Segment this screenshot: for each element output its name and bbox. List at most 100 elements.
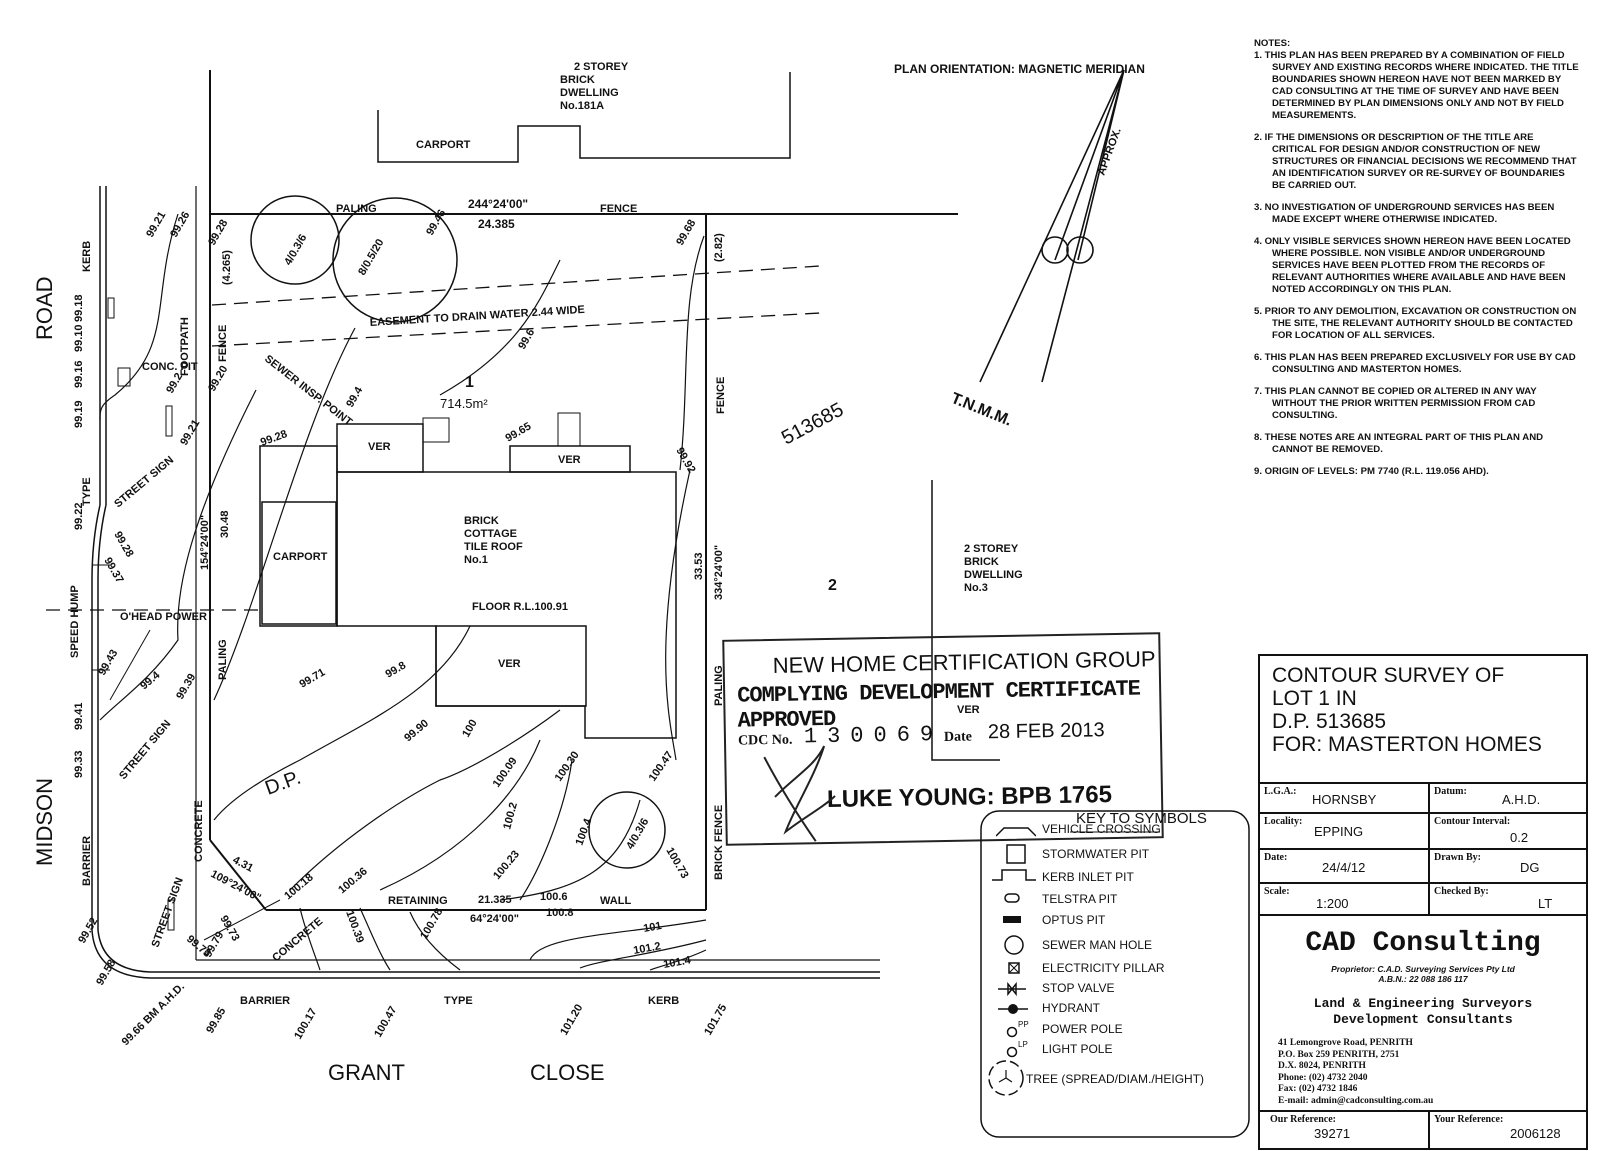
key-to-symbols: KEY TO SYMBOLS VEHICLE CROSSING STORMWAT… [980,810,1252,1140]
your-ref-cell: Your Reference: 2006128 [1428,1110,1586,1150]
tree-label-1: 4/0.3/6 [282,232,309,267]
key-item-label: LIGHT POLE [1042,1042,1113,1056]
key-item-label: STORMWATER PIT [1042,847,1150,861]
spot-level: 99.37 [101,556,125,586]
lot-area-text: 714.5m² [440,396,488,411]
spot-level: 101.4 [662,954,692,971]
pp-symbol: PP [1018,1020,1029,1029]
verandah-label-2: VER [558,454,581,466]
paling-west: PALING [217,639,229,680]
spot-level: 100.78 [418,906,445,941]
note-item: 2. IF THE DIMENSIONS OR DESCRIPTION OF T… [1254,132,1577,191]
key-item-label: TELSTRA PIT [1042,892,1118,906]
key-item-label: POWER POLE [1042,1022,1123,1036]
easement-line-1 [211,265,821,306]
checked-label: Checked By: [1434,886,1489,897]
interval-value: 0.2 [1510,830,1529,845]
spot-level: 99.4 [344,384,366,409]
plan-notes: NOTES: 1. THIS PLAN HAS BEEN PREPARED BY… [1254,38,1580,488]
lga-value: HORNSBY [1312,792,1377,807]
spot-level: 100.18 [282,871,315,902]
street-name-grant: GRANT [328,1060,405,1085]
stop-valve-icon [998,982,1026,996]
spot-level: 99.39 [174,672,198,702]
north-carport-label: CARPORT [416,139,471,151]
kerb-inlet-pit-icon [992,869,1036,881]
key-item-label: TREE (SPREAD/DIAM./HEIGHT) [1026,1072,1205,1086]
stamp-date-value: 28 FEB 2013 [987,719,1105,744]
type-south: TYPE [444,995,473,1007]
spot-level: 101.75 [702,1002,729,1037]
conc-pit-label: CONC. PIT [142,361,198,373]
key-item-label: HYDRANT [1042,1001,1101,1015]
spot-level: 99.21 [178,418,202,448]
west-distance: 30.48 [219,510,231,538]
spot-level: 99.26 [168,210,192,240]
lp-symbol: LP [1018,1040,1028,1049]
datum-value: A.H.D. [1502,792,1541,807]
firm-address: 41 Lemongrove Road, PENRITH P.O. Box 259… [1278,1038,1433,1107]
spot-level: 99.28 [111,530,135,560]
east-bearing: 334°24'00" [713,545,725,600]
note-item: 1. THIS PLAN HAS BEEN PREPARED BY A COMB… [1254,50,1579,121]
south-distance: 21.335 [478,894,512,906]
interval-label: Contour Interval: [1434,816,1511,827]
north-dwelling-3: DWELLING [560,87,619,99]
spot-level: 99.90 [402,717,431,744]
fence-north: FENCE [600,203,637,215]
title-line: FOR: MASTERTON HOMES [1272,733,1542,756]
north-dwelling-4: No.181A [560,100,604,112]
barrier-west: BARRIER [81,836,93,886]
house-label-4: No.1 [464,554,488,566]
verandah-label-3: VER [498,658,521,670]
stormwater-pit-icon [1006,844,1026,864]
signature-icon [763,745,836,842]
carport-outline [261,501,337,625]
services-line: Land & Engineering Surveyors [1313,996,1533,1011]
fence-east: FENCE [715,377,727,414]
locality-value: EPPING [1314,824,1364,839]
scale-label: Scale: [1264,886,1290,897]
datum-label: Datum: [1434,786,1467,797]
approval-stamp: NEW HOME CERTIFICATION GROUP COMPLYING D… [722,632,1164,846]
key-item-label: ELECTRICITY PILLAR [1042,961,1165,975]
abn-line: A.B.N.: 22 088 186 117 [1378,974,1468,984]
note-item: 9. ORIGIN OF LEVELS: PM 7740 (R.L. 119.0… [1254,466,1489,477]
dp-label: D.P. [262,767,304,800]
checked-cell: Checked By: LT [1428,882,1586,914]
kerb-west: KERB [81,241,93,272]
optus-pit-icon [1003,916,1021,923]
tree-label-3: 4/0.3/6 [624,816,651,851]
electricity-pillar-icon [1008,962,1020,974]
title-block: CONTOUR SURVEY OF LOT 1 IN D.P. 513685 F… [1258,654,1588,1150]
firm-name: CAD Consulting [1305,928,1541,959]
street-name-midson: MIDSON [32,778,57,866]
note-item: 5. PRIOR TO ANY DEMOLITION, EXCAVATION O… [1254,306,1577,341]
spot-level: 99.41 [73,702,85,730]
north-arrow-label: T.N.M.M. [949,390,1015,430]
house-label-3: TILE ROOF [464,541,523,553]
verandah-label-4: VER [957,704,980,716]
paling-north: PALING [336,203,377,215]
spot-level: 101 [642,920,662,935]
spot-level: 99.58 [94,958,118,988]
key-frame [980,810,1250,1138]
power-pole-icon: PP [1006,1020,1029,1038]
our-ref-value: 39271 [1314,1126,1351,1141]
sewer-inspection-point: SEWER INSP. POINT [262,353,354,429]
plan-orientation: PLAN ORIENTATION: MAGNETIC MERIDIAN [894,62,1145,76]
east-distance: 33.53 [693,552,705,580]
main-house-outline [259,445,338,627]
light-pole-icon: LP [1006,1040,1028,1058]
spot-level: 100.47 [647,749,676,783]
spot-level: 100.2 [501,801,520,831]
spot-level: 99.33 [73,750,85,778]
paling-east: PALING [713,665,725,706]
services-line: Development Consultants [1333,1012,1513,1027]
barrier-south: BARRIER [240,995,290,1007]
lga-label: L.G.A.: [1264,786,1297,797]
date-cell: Date: 24/4/12 [1260,848,1428,882]
title-line: D.P. 513685 [1272,710,1387,733]
address-line: Fax: (02) 4732 1846 [1278,1084,1358,1094]
